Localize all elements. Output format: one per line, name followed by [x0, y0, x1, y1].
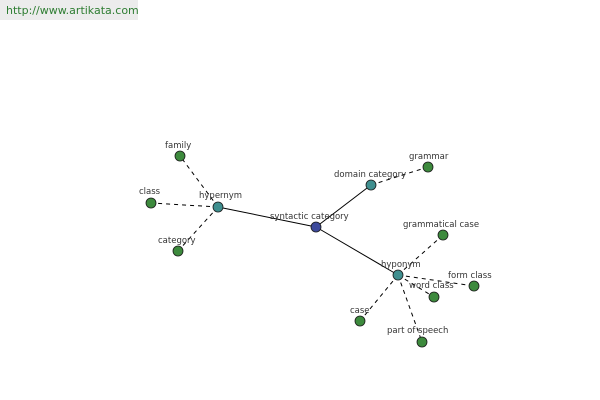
edge-center-domain-category [315, 184, 372, 228]
label-hypernym[interactable]: hypernym [199, 191, 242, 201]
edge-hyponym-word-class [397, 274, 435, 298]
graph-labels: syntactic category hypernym domain categor… [139, 141, 492, 336]
node-word-class[interactable] [428, 291, 440, 303]
label-syntactic-category[interactable]: syntactic category [270, 212, 349, 222]
edge-hypernym-class [150, 202, 219, 208]
node-hyponym[interactable] [392, 269, 404, 281]
node-category[interactable] [172, 245, 184, 257]
label-word-class[interactable]: word class [409, 281, 454, 291]
edge-hypernym-family [179, 155, 219, 208]
node-grammar[interactable] [422, 161, 434, 173]
edge-hyponym-case [359, 274, 399, 322]
label-grammatical-case[interactable]: grammatical case [403, 220, 479, 230]
node-form-class[interactable] [468, 280, 480, 292]
node-syntactic-category[interactable] [310, 221, 322, 233]
edge-center-hyponym [315, 226, 399, 276]
label-class[interactable]: class [139, 187, 161, 197]
edge-center-hypernym [217, 206, 317, 228]
edge-hyponym-part-of-speech [397, 274, 423, 343]
node-case[interactable] [354, 315, 366, 327]
label-form-class[interactable]: form class [448, 271, 492, 281]
node-domain-category[interactable] [365, 179, 377, 191]
label-case[interactable]: case [350, 306, 370, 316]
label-grammar[interactable]: grammar [409, 152, 449, 162]
edge-domain-category-grammar [370, 166, 429, 186]
label-family[interactable]: family [165, 141, 191, 151]
node-hypernym[interactable] [212, 201, 224, 213]
url-bar: http://www.artikata.com [0, 0, 139, 20]
label-category[interactable]: category [158, 236, 196, 246]
node-family[interactable] [174, 150, 186, 162]
graph-edges [150, 155, 475, 343]
node-part-of-speech[interactable] [416, 336, 428, 348]
node-grammatical-case[interactable] [437, 229, 449, 241]
edge-hyponym-grammatical-case [397, 234, 444, 276]
edge-hypernym-category [177, 206, 219, 252]
graph-nodes [145, 150, 480, 348]
site-url-link[interactable]: http://www.artikata.com [6, 4, 139, 17]
label-domain-category[interactable]: domain category [334, 170, 406, 180]
node-class[interactable] [145, 197, 157, 209]
label-part-of-speech[interactable]: part of speech [387, 326, 448, 336]
label-hyponym[interactable]: hyponym [381, 260, 421, 270]
